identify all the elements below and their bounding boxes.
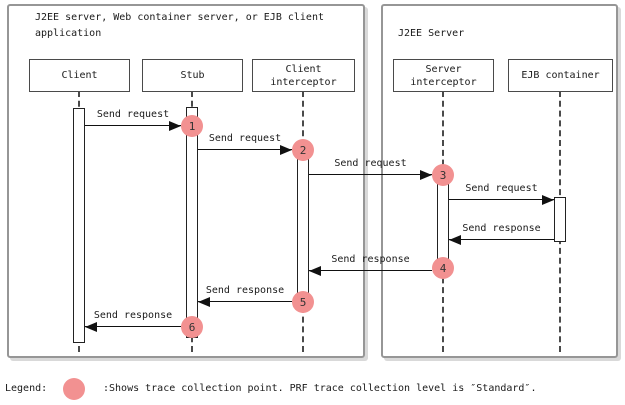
lifeline-head-ejb-container: EJB container: [508, 59, 613, 92]
group-title-line2: application: [35, 28, 102, 39]
activation-bar-ejb-container: [554, 197, 566, 242]
lifeline-label: Server interceptor: [410, 63, 477, 88]
trace-point: 1: [181, 115, 203, 137]
lifeline-label: Stub: [180, 70, 205, 81]
trace-point-number: 2: [299, 143, 307, 157]
lifeline-label: Client: [61, 70, 98, 81]
message-label: Send request: [465, 183, 538, 194]
trace-point-number: 6: [188, 320, 196, 334]
trace-point: 5: [292, 291, 314, 313]
message-line: [85, 125, 181, 126]
trace-point-number: 5: [299, 295, 307, 309]
activation-bar-client: [73, 108, 85, 343]
group-title-client-side: J2EE server, Web container server, or EJ…: [35, 10, 324, 42]
message-label: Send response: [331, 254, 410, 265]
lifeline-head-client: Client: [29, 59, 130, 92]
legend-label: Legend:: [5, 383, 48, 394]
lifeline-head-server-interceptor: Server interceptor: [393, 59, 494, 92]
message-arrowhead-right: [280, 145, 292, 155]
message-line: [449, 239, 554, 240]
message-label: Send response: [93, 310, 173, 321]
message-label: Send response: [462, 223, 541, 234]
activation-bar-stub: [186, 107, 198, 338]
trace-point-number: 3: [439, 168, 447, 182]
message-arrowhead-left: [85, 322, 97, 332]
message-line: [198, 301, 292, 302]
trace-point-number: 4: [439, 261, 447, 275]
legend-text: :Shows trace collection point. PRF trace…: [103, 383, 537, 394]
message-label: Send request: [334, 158, 407, 169]
message-arrowhead-left: [449, 235, 461, 245]
message-line: [449, 199, 554, 200]
message-arrowhead-left: [309, 266, 321, 276]
message-arrowhead-right: [420, 170, 432, 180]
activation-bar-client-interceptor: [297, 150, 309, 302]
group-title-line1: J2EE server, Web container server, or EJ…: [35, 12, 324, 23]
group-box-j2ee-server: [381, 4, 618, 358]
message-label: Send response: [205, 285, 285, 296]
trace-point: 3: [432, 164, 454, 186]
trace-point: 2: [292, 139, 314, 161]
lifeline-label: EJB container: [521, 70, 600, 81]
group-title-j2ee-server: J2EE Server: [398, 28, 465, 39]
message-line: [309, 270, 432, 271]
trace-point-icon: [63, 378, 85, 400]
trace-point-number: 1: [188, 119, 196, 133]
message-line: [198, 149, 292, 150]
message-label: Send request: [96, 109, 170, 120]
trace-point: 6: [181, 316, 203, 338]
lifeline-head-stub: Stub: [142, 59, 243, 92]
message-arrowhead-left: [198, 297, 210, 307]
message-label: Send request: [208, 133, 282, 144]
message-line: [309, 174, 432, 175]
message-arrowhead-right: [542, 195, 554, 205]
message-line: [85, 326, 181, 327]
lifeline-label: Client interceptor: [270, 63, 337, 88]
activation-bar-server-interceptor: [437, 175, 449, 268]
message-arrowhead-right: [169, 121, 181, 131]
trace-point: 4: [432, 257, 454, 279]
lifeline-head-client-interceptor: Client interceptor: [252, 59, 355, 92]
group-box-client-side: [7, 4, 365, 358]
